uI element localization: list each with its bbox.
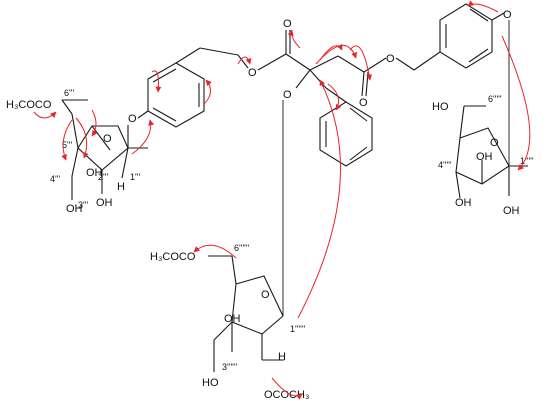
acetyl-label-c: OCOCH₃ <box>264 389 309 401</box>
hmbc-correlations <box>33 0 531 400</box>
phenyl-ring-center <box>319 101 373 167</box>
pos-5a: 5''' <box>62 140 72 150</box>
aryl-oxygen-left: O <box>128 113 137 125</box>
oh-label-c2: OH <box>455 197 472 209</box>
oh-label-b1: OH <box>224 313 241 325</box>
ester-oxygen-left: O <box>248 67 257 79</box>
pos-3b: 3'''''' <box>222 362 238 372</box>
carbonyl-oxygen-mid: O <box>359 97 368 109</box>
ho-label-c: HO <box>432 101 449 113</box>
h-label-a: H <box>117 181 125 193</box>
pos-6c: 6''''' <box>488 94 502 104</box>
acetyl-label-a: H₃COCO <box>6 99 52 111</box>
aryl-oxygen-right: O <box>503 9 512 21</box>
pos-6a: 6''' <box>64 88 74 98</box>
oh-label-a2: OH <box>96 197 113 209</box>
pos-4c: 4''''' <box>438 160 452 170</box>
oh-label-c3: OH <box>503 205 520 217</box>
benzene-ring-a <box>147 47 239 128</box>
pos-4a: 4''' <box>50 174 60 184</box>
sugar-c: O HO OH OH OH 6''''' 4''''' 1''''' <box>432 20 534 217</box>
citrate-core: O O O <box>283 51 441 109</box>
acetyl-label-b: H₃COCO <box>150 251 196 263</box>
glycoside-oxygen: O <box>283 89 292 101</box>
ring-oxygen-b: O <box>261 289 270 301</box>
oh-label-c1: OH <box>476 151 493 163</box>
pos-6b: 6'''''' <box>234 243 250 253</box>
oh-label-a3: OH <box>66 203 83 215</box>
pos-1b: 1'''''' <box>290 324 306 334</box>
pos-3a: 3''' <box>78 200 88 210</box>
pos-1c: 1''''' <box>520 156 534 166</box>
h-label-b: H <box>278 351 286 363</box>
oh-label-a1: OH <box>86 167 103 179</box>
sugar-b: O H₃COCO OH HO H OCOCH₃ 6'''''' 3'''''' … <box>150 100 309 401</box>
sugar-a: O O H₃COCO OH OH OH H 6''' 5''' 4''' 3''… <box>6 88 149 215</box>
benzene-ring-b: O <box>439 3 512 69</box>
ho-label-b: HO <box>202 377 219 389</box>
pos-1a: 1''' <box>130 172 140 182</box>
ester-left: O O <box>237 18 311 79</box>
ring-oxygen-a: O <box>103 133 112 145</box>
pos-2a: 2''' <box>98 172 108 182</box>
carbonyl-oxygen-left: O <box>283 18 292 30</box>
ester-oxygen-right: O <box>386 53 395 65</box>
ring-oxygen-c: O <box>490 137 499 149</box>
